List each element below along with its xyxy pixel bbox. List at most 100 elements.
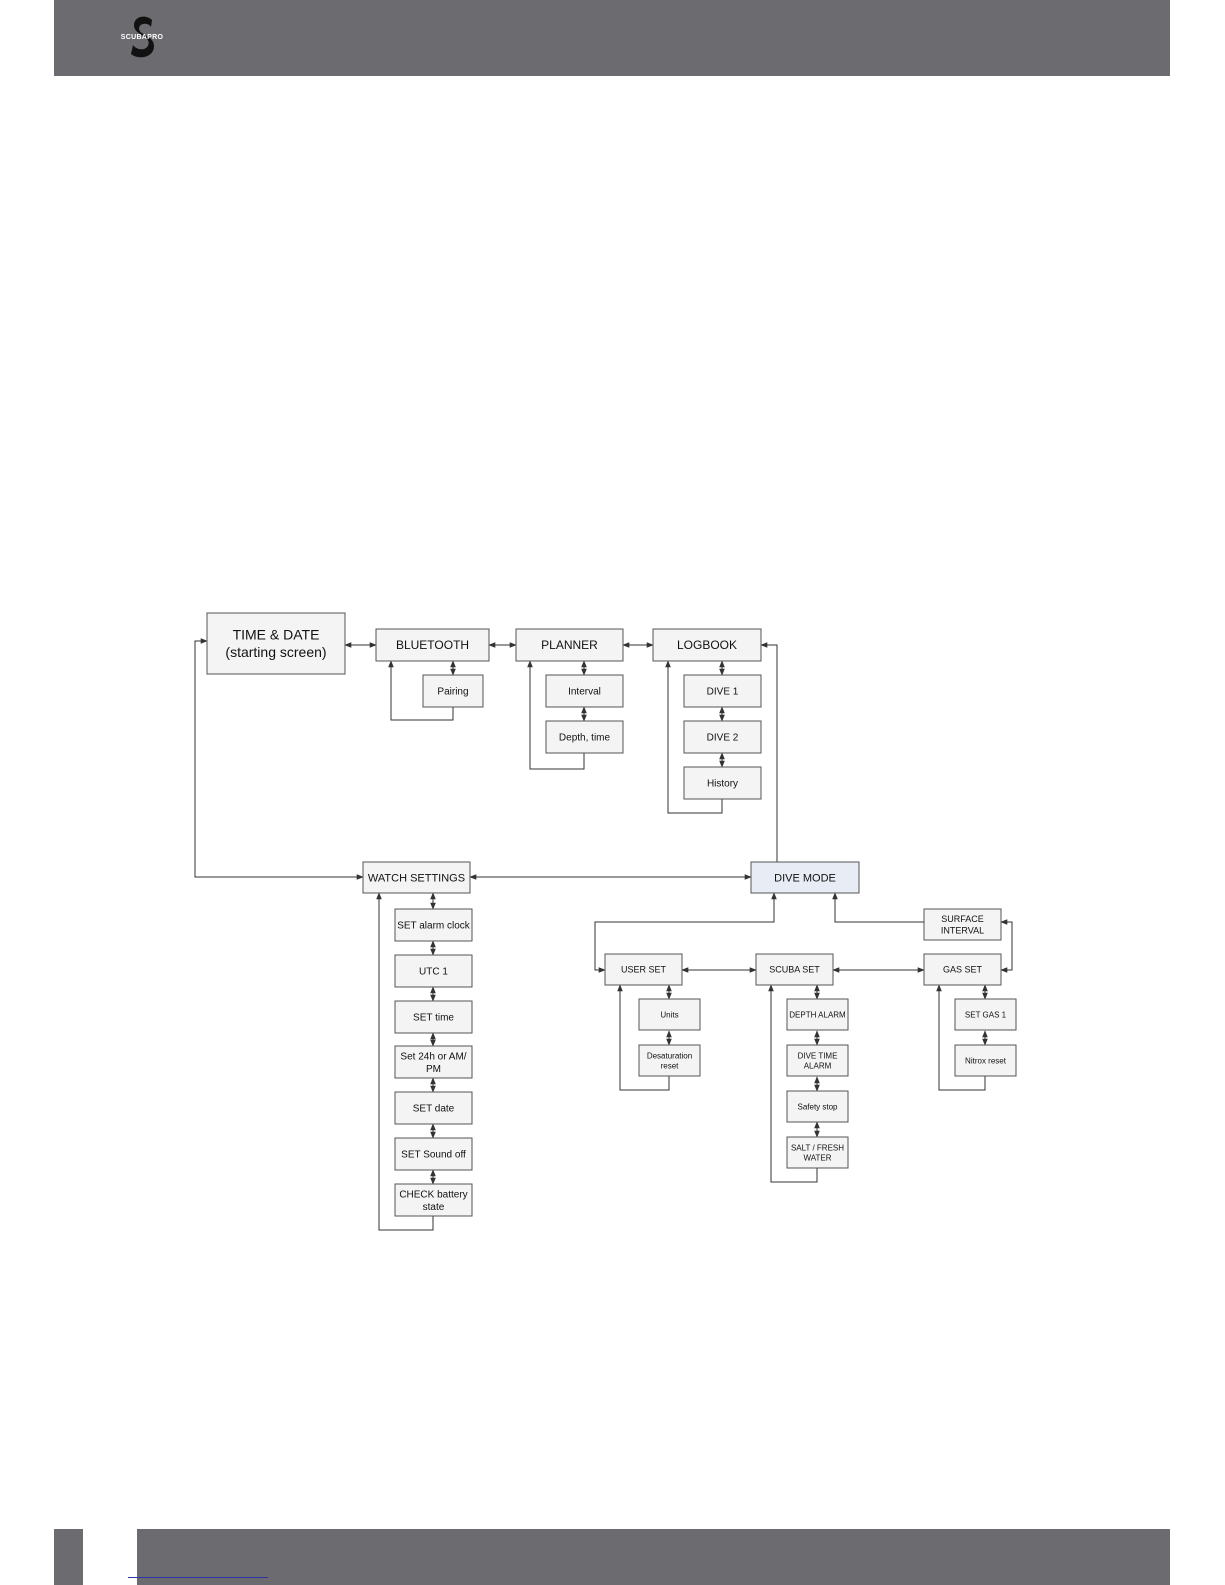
node-box bbox=[786, 1136, 849, 1169]
connector-arrow bbox=[832, 892, 924, 923]
node-depth-time: Depth, time bbox=[545, 720, 624, 754]
connector-arrow bbox=[594, 892, 777, 973]
node-box bbox=[394, 1045, 473, 1079]
footer-band bbox=[137, 1529, 1170, 1585]
node-box bbox=[394, 1137, 473, 1171]
node-units: Units bbox=[638, 998, 701, 1031]
node-box bbox=[362, 861, 471, 894]
node-label: SCUBA SET bbox=[769, 965, 820, 975]
node-box bbox=[422, 674, 484, 708]
node-label: state bbox=[423, 1202, 445, 1213]
connector-arrow bbox=[1000, 919, 1013, 973]
node-history: History bbox=[683, 766, 762, 800]
node-box bbox=[683, 720, 762, 754]
node-label: Depth, time bbox=[559, 733, 611, 744]
node-label: reset bbox=[661, 1061, 680, 1070]
node-box bbox=[394, 908, 473, 942]
node-nitrox-reset: Nitrox reset bbox=[954, 1044, 1017, 1077]
node-label: DIVE TIME bbox=[798, 1051, 838, 1060]
node-label: Pairing bbox=[437, 687, 468, 698]
node-label: DIVE 2 bbox=[707, 733, 739, 744]
node-label: SALT / FRESH bbox=[791, 1143, 844, 1152]
node-label: SET time bbox=[413, 1013, 454, 1024]
node-label: DEPTH ALARM bbox=[789, 1010, 846, 1019]
node-box bbox=[786, 998, 849, 1031]
node-box bbox=[545, 674, 624, 708]
node-label: USER SET bbox=[621, 965, 667, 975]
node-interval: Interval bbox=[545, 674, 624, 708]
node-bluetooth: BLUETOOTH bbox=[375, 628, 490, 662]
node-box bbox=[683, 766, 762, 800]
node-box bbox=[394, 1091, 473, 1125]
connector-arrow bbox=[760, 642, 778, 862]
node-label: PM bbox=[426, 1064, 441, 1075]
node-box bbox=[786, 1044, 849, 1077]
node-label: LOGBOOK bbox=[677, 638, 737, 652]
node-dive-mode: DIVE MODE bbox=[750, 861, 860, 894]
connector-arrow bbox=[388, 660, 454, 721]
node-label: SURFACE bbox=[941, 914, 984, 924]
node-label: Set 24h or AM/ bbox=[400, 1051, 466, 1062]
node-box bbox=[394, 1000, 473, 1034]
node-time-date: TIME & DATE(starting screen) bbox=[206, 612, 346, 675]
node-label: WATER bbox=[804, 1153, 832, 1162]
node-box bbox=[652, 628, 762, 662]
node-box bbox=[683, 674, 762, 708]
node-label: Nitrox reset bbox=[965, 1056, 1007, 1065]
node-box bbox=[923, 908, 1002, 941]
connector-arrow bbox=[194, 638, 364, 880]
footer-page-block bbox=[54, 1529, 83, 1585]
node-user-set: USER SET bbox=[604, 953, 683, 986]
node-dive1: DIVE 1 bbox=[683, 674, 762, 708]
connector-arrow bbox=[768, 984, 818, 1183]
node-label: SET Sound off bbox=[401, 1150, 466, 1161]
node-dive2: DIVE 2 bbox=[683, 720, 762, 754]
node-label: GAS SET bbox=[943, 965, 983, 975]
node-box bbox=[206, 612, 346, 675]
node-planner: PLANNER bbox=[515, 628, 624, 662]
node-label: Interval bbox=[568, 687, 601, 698]
node-box bbox=[375, 628, 490, 662]
node-box bbox=[545, 720, 624, 754]
node-pairing: Pairing bbox=[422, 674, 484, 708]
node-label: PLANNER bbox=[541, 638, 598, 652]
node-box bbox=[515, 628, 624, 662]
node-label: CHECK battery bbox=[399, 1189, 467, 1200]
node-safety-stop: Safety stop bbox=[786, 1090, 849, 1123]
node-watch-settings: WATCH SETTINGS bbox=[362, 861, 471, 894]
node-box bbox=[954, 1044, 1017, 1077]
node-utc1: UTC 1 bbox=[394, 954, 473, 988]
node-box bbox=[786, 1090, 849, 1123]
node-box bbox=[638, 1044, 701, 1077]
footer-link-underline bbox=[128, 1577, 268, 1578]
node-label: TIME & DATE bbox=[233, 627, 320, 643]
connector-arrow bbox=[936, 984, 986, 1091]
node-label: History bbox=[707, 779, 738, 790]
connector-arrow bbox=[376, 892, 434, 1231]
node-set-24h: Set 24h or AM/PM bbox=[394, 1045, 473, 1079]
node-box bbox=[638, 998, 701, 1031]
node-set-sound: SET Sound off bbox=[394, 1137, 473, 1171]
node-label: Desaturation bbox=[647, 1051, 692, 1060]
node-label: WATCH SETTINGS bbox=[368, 872, 465, 884]
node-label: DIVE 1 bbox=[707, 687, 739, 698]
header-band bbox=[54, 0, 1170, 76]
scubapro-s-logo-icon bbox=[131, 16, 154, 58]
node-label: Safety stop bbox=[797, 1102, 838, 1111]
connector-arrow bbox=[617, 984, 670, 1091]
node-set-gas1: SET GAS 1 bbox=[954, 998, 1017, 1031]
node-box bbox=[750, 861, 860, 894]
node-set-time: SET time bbox=[394, 1000, 473, 1034]
connector-arrow bbox=[665, 660, 723, 814]
node-label: ALARM bbox=[804, 1061, 832, 1070]
node-depth-alarm: DEPTH ALARM bbox=[786, 998, 849, 1031]
node-box bbox=[604, 953, 683, 986]
node-label: INTERVAL bbox=[941, 925, 984, 935]
connector-arrow bbox=[527, 660, 585, 770]
node-label: SET date bbox=[413, 1104, 455, 1115]
